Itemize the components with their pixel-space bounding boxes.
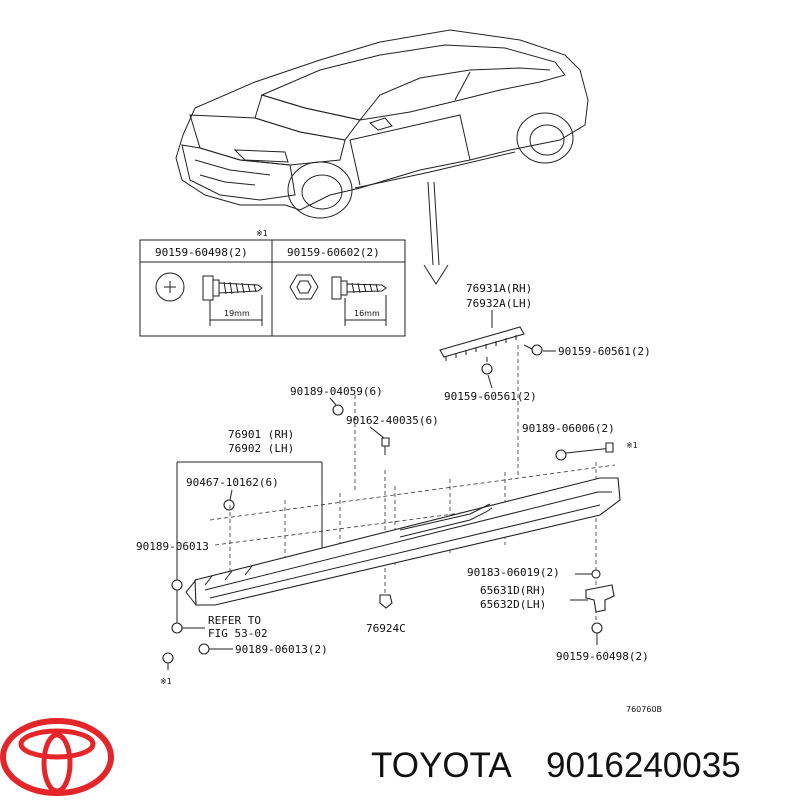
screw-icon: [605, 442, 614, 453]
part-90183-06019-label: 90183-06019(2): [467, 566, 560, 579]
bracket-icon: [585, 584, 615, 613]
dim-b-label: 16mm: [354, 309, 380, 318]
diagram-code: 760760B: [626, 705, 662, 714]
refer-line-1: REFER TO: [208, 614, 261, 627]
refer-line-2: FIG 53-02: [208, 627, 268, 640]
car-illustration: [175, 29, 589, 219]
part-90159-60561-center-label: 90159-60561(2): [444, 390, 537, 403]
phillips-head-icon: [155, 272, 185, 302]
part-76932a-label: 76932A(LH): [466, 297, 532, 310]
clip-icon: [555, 449, 567, 461]
clip-icon: [223, 499, 235, 511]
part-90159-60561-right-label: 90159-60561(2): [558, 345, 651, 358]
screw-icon: [381, 437, 390, 447]
part-90189-06013-bottom-label: 90189-06013(2): [235, 643, 328, 656]
clip-icon: [171, 579, 183, 591]
part-90162-40035-label: 90162-40035(6): [346, 414, 439, 427]
ref-mark-bottom: ※1: [160, 677, 172, 686]
ref-mark-right: ※1: [626, 441, 638, 450]
nut-icon: [591, 569, 601, 579]
part-76901-label: 76901 (RH): [228, 428, 294, 441]
screw-icon: [162, 652, 174, 664]
side-skirt: [194, 477, 621, 606]
screw-icon: [591, 622, 603, 634]
bolt-detail-box: ※1 90159-60498(2) 90159-60602(2) 19mm: [139, 229, 406, 337]
part-90189-04059-label: 90189-04059(6): [290, 385, 383, 398]
part-76924c-label: 76924C: [366, 622, 406, 635]
direction-arrow: [423, 181, 449, 285]
screw-b-icon: [331, 276, 387, 300]
clip-icon: [531, 344, 543, 356]
clip-icon: [332, 404, 344, 416]
part-76931a-group: 76931A(RH) 76932A(LH) 90159-60561(2) 901…: [439, 282, 651, 403]
bolt-b-label: 90159-60602(2): [287, 246, 380, 259]
part-65632d-label: 65632D(LH): [480, 598, 546, 611]
clip-icon: [379, 594, 393, 609]
part-76931a-label: 76931A(RH): [466, 282, 532, 295]
part-65631d-label: 65631D(RH): [480, 584, 546, 597]
part-90189-06013-left-label: 90189-06013: [136, 540, 209, 553]
ref-mark-top: ※1: [256, 229, 268, 238]
brand-name: TOYOTA: [371, 746, 512, 785]
hex-head-icon: [289, 274, 319, 300]
screw-a-icon: [202, 275, 263, 301]
rocker-panel: [185, 345, 621, 625]
part-76902-label: 76902 (LH): [228, 442, 294, 455]
part-90467-10162-label: 90467-10162(6): [186, 476, 279, 489]
clip-icon: [198, 643, 210, 655]
molding-clip-strip: [439, 326, 525, 358]
clip-icon: [171, 622, 183, 634]
clip-icon: [481, 363, 493, 375]
part-90189-06006-label: 90189-06006(2): [522, 422, 615, 435]
bolt-a-label: 90159-60498(2): [155, 246, 248, 259]
part-number: 9016240035: [546, 746, 741, 785]
dim-a-label: 19mm: [224, 309, 250, 318]
part-90159-60498-bottom-label: 90159-60498(2): [556, 650, 649, 663]
toyota-logo: [0, 718, 114, 796]
